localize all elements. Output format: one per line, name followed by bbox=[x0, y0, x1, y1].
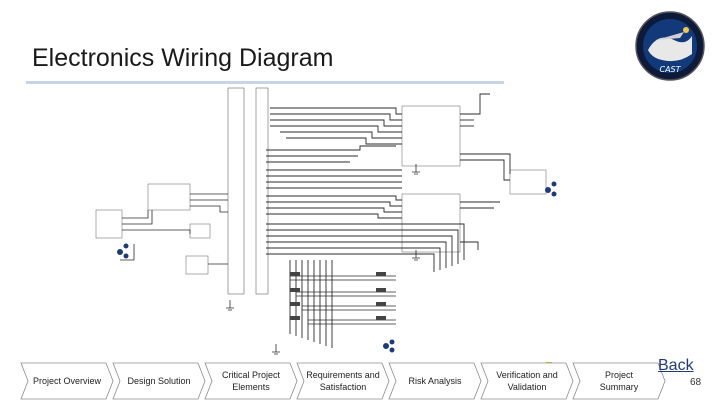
nav-chevron-shape bbox=[480, 362, 574, 400]
nav-chevron-shape bbox=[388, 362, 482, 400]
nav-verification-and-validation[interactable]: Verification and Validation bbox=[480, 362, 574, 400]
wiring-diagram bbox=[95, 87, 557, 365]
nav-chevron-shape bbox=[204, 362, 298, 400]
nav-label: Risk Analysis bbox=[408, 376, 462, 386]
nav-label: Design Solution bbox=[127, 376, 191, 386]
nav-requirements-and-satisfaction[interactable]: Requirements and Satisfaction bbox=[296, 362, 390, 400]
nav-chevron-shape bbox=[572, 362, 666, 400]
nav-label: Project Overview bbox=[32, 376, 102, 386]
nav-chevron-shape bbox=[112, 362, 206, 400]
nav-label: Requirements and Satisfaction bbox=[306, 370, 380, 392]
nav-chevron-shape bbox=[296, 362, 390, 400]
section-nav: Project Overview Design Solution Critica… bbox=[20, 362, 666, 400]
title-underline bbox=[26, 81, 504, 84]
back-link[interactable]: Back bbox=[658, 357, 694, 374]
slide-title: Electronics Wiring Diagram bbox=[32, 44, 334, 72]
nav-design-solution[interactable]: Design Solution bbox=[112, 362, 206, 400]
nav-label: Verification and Validation bbox=[496, 370, 558, 392]
cast-logo: CAST bbox=[635, 11, 705, 81]
nav-label: Critical Project Elements bbox=[221, 370, 280, 392]
nav-risk-analysis[interactable]: Risk Analysis bbox=[388, 362, 482, 400]
nav-project-summary[interactable]: Project Summary bbox=[572, 362, 666, 400]
logo-text: CAST bbox=[659, 65, 681, 74]
nav-critical-project-elements[interactable]: Critical Project Elements bbox=[204, 362, 298, 400]
nav-chevron-shape bbox=[20, 362, 114, 400]
nav-label: Project Summary bbox=[599, 370, 639, 392]
nav-project-overview[interactable]: Project Overview bbox=[20, 362, 114, 400]
page-number: 68 bbox=[690, 377, 702, 388]
